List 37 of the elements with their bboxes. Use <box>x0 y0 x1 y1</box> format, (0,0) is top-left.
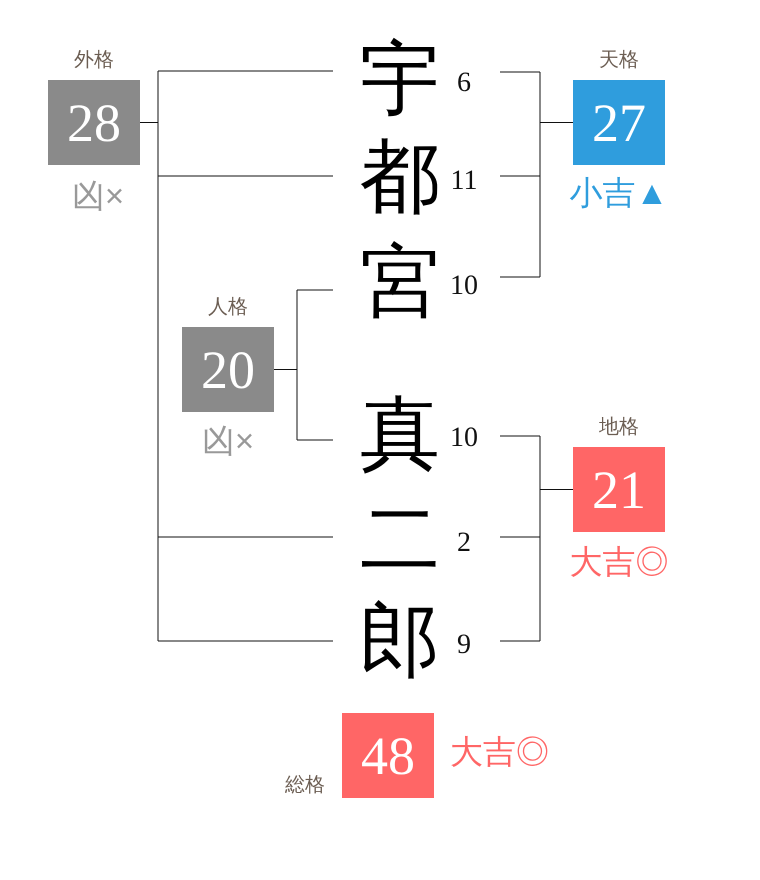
name-character: 都 <box>360 138 440 218</box>
connector-line <box>540 436 574 642</box>
connector-line <box>158 536 334 538</box>
fortune-rating: 凶× <box>72 176 124 216</box>
stroke-count: 2 <box>457 528 471 558</box>
name-character: 二 <box>360 500 440 580</box>
fortune-category-label: 外格 <box>74 48 114 73</box>
name-character: 宇 <box>360 40 440 120</box>
fortune-category-label: 地格 <box>599 415 639 440</box>
stroke-count: 6 <box>457 68 471 98</box>
connector-line <box>158 70 334 72</box>
fortune-rating: 凶× <box>202 421 254 461</box>
name-character: 郎 <box>360 602 440 682</box>
stroke-count: 10 <box>450 271 478 301</box>
connector-line <box>500 276 540 278</box>
connector-line <box>500 640 540 642</box>
fortune-category-label: 天格 <box>599 48 639 73</box>
score-number: 48 <box>361 728 415 782</box>
connector-line <box>140 70 158 642</box>
connector-line <box>540 72 574 278</box>
connector-line <box>274 290 298 440</box>
connector-line <box>500 536 540 538</box>
score-number: 27 <box>592 96 646 150</box>
stroke-count: 9 <box>457 630 471 660</box>
fortune-category-label: 総格 <box>285 773 325 798</box>
connector-line <box>158 640 334 642</box>
score-number: 21 <box>592 462 646 516</box>
stroke-count: 10 <box>450 423 478 453</box>
name-character: 真 <box>360 395 440 475</box>
fortune-rating: 大吉◎ <box>450 732 549 772</box>
score-number: 28 <box>67 96 121 150</box>
stroke-count: 11 <box>450 166 478 196</box>
score-number: 20 <box>201 342 255 396</box>
fortune-category-label: 人格 <box>208 295 248 320</box>
fortune-rating: 大吉◎ <box>570 542 668 582</box>
name-character: 宮 <box>360 243 440 323</box>
fortune-rating: 小吉▲ <box>570 173 668 213</box>
